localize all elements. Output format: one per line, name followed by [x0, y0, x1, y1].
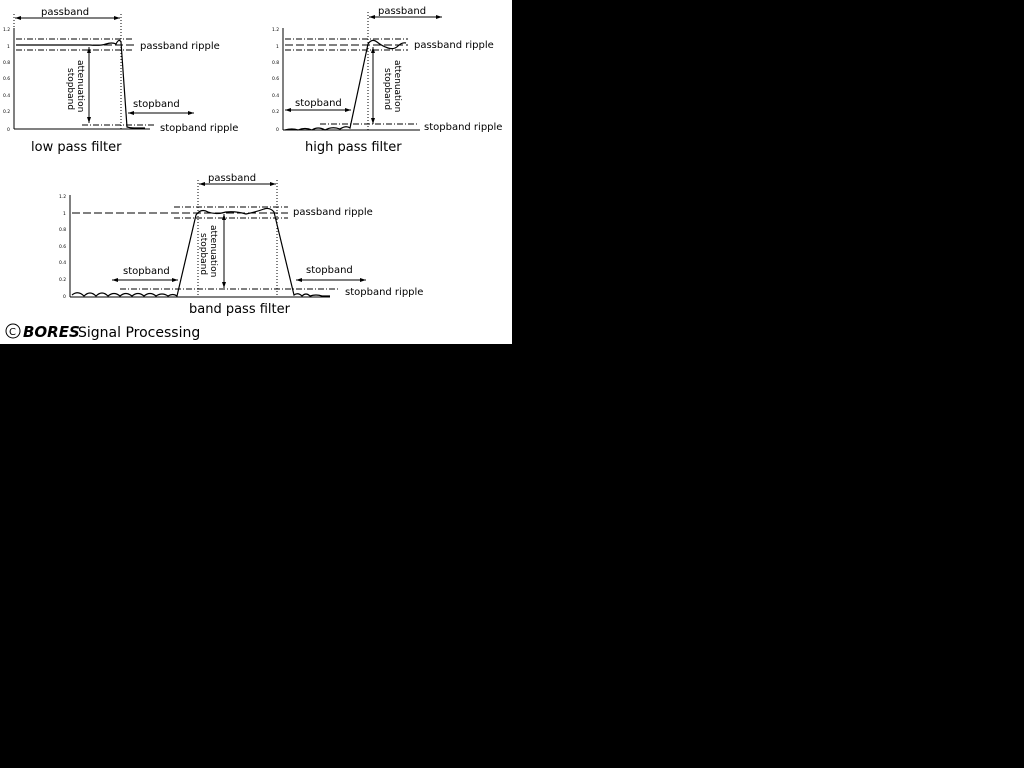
bandpass-tick-0.6: 0.6 — [59, 244, 66, 250]
lowpass-tick-0.2: 0.2 — [3, 109, 10, 115]
lowpass-attenuation-label-2: attenuation — [75, 60, 85, 112]
highpass-passband-ripple-label: passband ripple — [414, 40, 494, 51]
bores-logo: BORES — [23, 323, 80, 341]
bandpass-tick-0: 0 — [63, 294, 66, 300]
lowpass-panel: 1.2 1 0.8 0.6 0.4 0.2 0 passband passban… — [3, 7, 238, 155]
bandpass-tick-0.2: 0.2 — [59, 277, 66, 283]
lowpass-response-curve — [16, 39, 145, 129]
lowpass-caption: low pass filter — [31, 140, 122, 155]
highpass-attenuation-label-1: stopband — [382, 68, 392, 110]
filter-diagram: 1.2 1 0.8 0.6 0.4 0.2 0 passband passban… — [0, 0, 512, 344]
lowpass-tick-1.2: 1.2 — [3, 27, 10, 33]
highpass-tick-0.8: 0.8 — [272, 60, 279, 66]
highpass-y-ticks: 1.2 1 0.8 0.6 0.4 0.2 0 — [272, 27, 279, 133]
bandpass-tick-1: 1 — [63, 211, 66, 217]
highpass-tick-0.2: 0.2 — [272, 109, 279, 115]
lowpass-tick-0.4: 0.4 — [3, 93, 10, 99]
lowpass-tick-0.8: 0.8 — [3, 60, 10, 66]
highpass-panel: 1.2 1 0.8 0.6 0.4 0.2 0 passband passban… — [272, 6, 502, 155]
lowpass-tick-0: 0 — [7, 127, 10, 133]
bandpass-passband-label: passband — [208, 173, 256, 184]
bandpass-stopband-left-label: stopband — [123, 266, 170, 277]
filter-diagram-svg: 1.2 1 0.8 0.6 0.4 0.2 0 passband passban… — [3, 6, 502, 341]
highpass-tick-1.2: 1.2 — [272, 27, 279, 33]
lowpass-attenuation-label-1: stopband — [65, 68, 75, 110]
bandpass-stopband-right-label: stopband — [306, 265, 353, 276]
highpass-passband-label: passband — [378, 6, 426, 17]
highpass-tick-0.6: 0.6 — [272, 76, 279, 82]
highpass-response-curve — [284, 39, 407, 131]
bandpass-y-ticks: 1.2 1 0.8 0.6 0.4 0.2 0 — [59, 194, 66, 300]
bandpass-tick-1.2: 1.2 — [59, 194, 66, 200]
bandpass-passband-ripple-label: passband ripple — [293, 207, 373, 218]
highpass-tick-1: 1 — [276, 44, 279, 50]
bandpass-tick-0.4: 0.4 — [59, 260, 66, 266]
highpass-tick-0.4: 0.4 — [272, 93, 279, 99]
credit: C BORES Signal Processing — [5, 323, 200, 341]
highpass-stopband-ripple-label: stopband ripple — [424, 122, 502, 133]
lowpass-passband-ripple-label: passband ripple — [140, 41, 220, 52]
bandpass-caption: band pass filter — [189, 302, 291, 317]
bandpass-attenuation-label-2: attenuation — [208, 225, 218, 277]
lowpass-passband-label: passband — [41, 7, 89, 18]
lowpass-tick-1: 1 — [7, 44, 10, 50]
bandpass-tick-0.8: 0.8 — [59, 227, 66, 233]
bandpass-panel: 1.2 1 0.8 0.6 0.4 0.2 0 passband passban… — [59, 173, 423, 317]
bandpass-stopband-ripple-label: stopband ripple — [345, 287, 423, 298]
lowpass-stopband-ripple-label: stopband ripple — [160, 123, 238, 134]
copyright-symbol-letter: C — [9, 327, 16, 338]
lowpass-tick-0.6: 0.6 — [3, 76, 10, 82]
highpass-attenuation-label-2: attenuation — [392, 60, 402, 112]
lowpass-stopband-label: stopband — [133, 99, 180, 110]
credit-text: Signal Processing — [78, 325, 200, 341]
bandpass-response-curve — [71, 207, 330, 298]
highpass-caption: high pass filter — [305, 140, 402, 155]
lowpass-y-ticks: 1.2 1 0.8 0.6 0.4 0.2 0 — [3, 27, 10, 133]
bandpass-attenuation-label-1: stopband — [198, 233, 208, 275]
highpass-tick-0: 0 — [276, 127, 279, 133]
highpass-stopband-label: stopband — [295, 98, 342, 109]
copyright-icon — [5, 323, 21, 339]
